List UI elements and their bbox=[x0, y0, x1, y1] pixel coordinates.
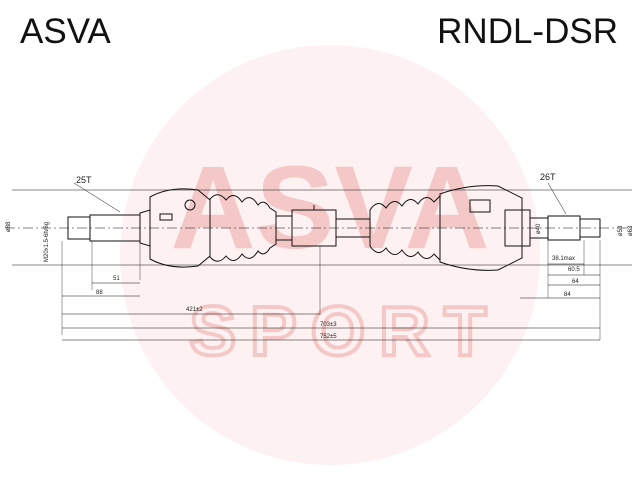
outer-boot bbox=[209, 194, 277, 262]
watermark-logo: ASVA SPORT bbox=[120, 45, 540, 465]
inner-stub-end bbox=[579, 218, 601, 238]
watermark-subtitle: SPORT bbox=[189, 292, 500, 370]
label-inner-dia-2: ø53 bbox=[618, 225, 624, 236]
label-outer-len-51: 51 bbox=[113, 276, 120, 282]
label-inner-seal-len: 84 bbox=[564, 292, 571, 298]
inner-tripod bbox=[469, 199, 491, 213]
extension-lines bbox=[61, 240, 601, 340]
label-total-len-1: 703±3 bbox=[320, 322, 337, 328]
label-total-len-2: 752±5 bbox=[320, 334, 337, 340]
label-outer-splines: 25T bbox=[76, 175, 92, 185]
shaft-assembly bbox=[67, 185, 601, 271]
watermark-brand: ASVA bbox=[170, 142, 489, 274]
inner-joint-housing bbox=[439, 185, 523, 271]
label-inner-splines: 26T bbox=[540, 172, 556, 182]
outer-clamp bbox=[159, 213, 173, 221]
label-shaft-len: 421±2 bbox=[186, 307, 203, 313]
inner-spline bbox=[547, 215, 581, 241]
dimension-lines bbox=[62, 182, 600, 341]
damper-weight bbox=[291, 209, 337, 247]
leader-outer-spline bbox=[73, 182, 121, 213]
label-outer-thread: M20x1.5-6h/6g bbox=[44, 222, 50, 262]
label-outer-len-88: 88 bbox=[96, 290, 103, 296]
leader-inner-spline bbox=[547, 182, 567, 215]
label-inner-spline-len: 64 bbox=[572, 279, 579, 285]
brand-title: ASVA bbox=[20, 12, 111, 51]
label-inner-dia-1: ø40 bbox=[536, 223, 542, 234]
label-inner-dia-3: ø63 bbox=[628, 225, 634, 236]
part-number: RNDL-DSR bbox=[437, 12, 618, 51]
label-outer-shaft-dia: ø88 bbox=[6, 221, 12, 232]
label-inner-stub-len: 38.1max bbox=[552, 256, 575, 262]
inner-bearing-seat bbox=[504, 209, 531, 247]
label-inner-shoulder: 60.5 bbox=[568, 267, 580, 273]
watermark-circle bbox=[120, 45, 540, 465]
outer-cv-ball bbox=[184, 199, 196, 211]
